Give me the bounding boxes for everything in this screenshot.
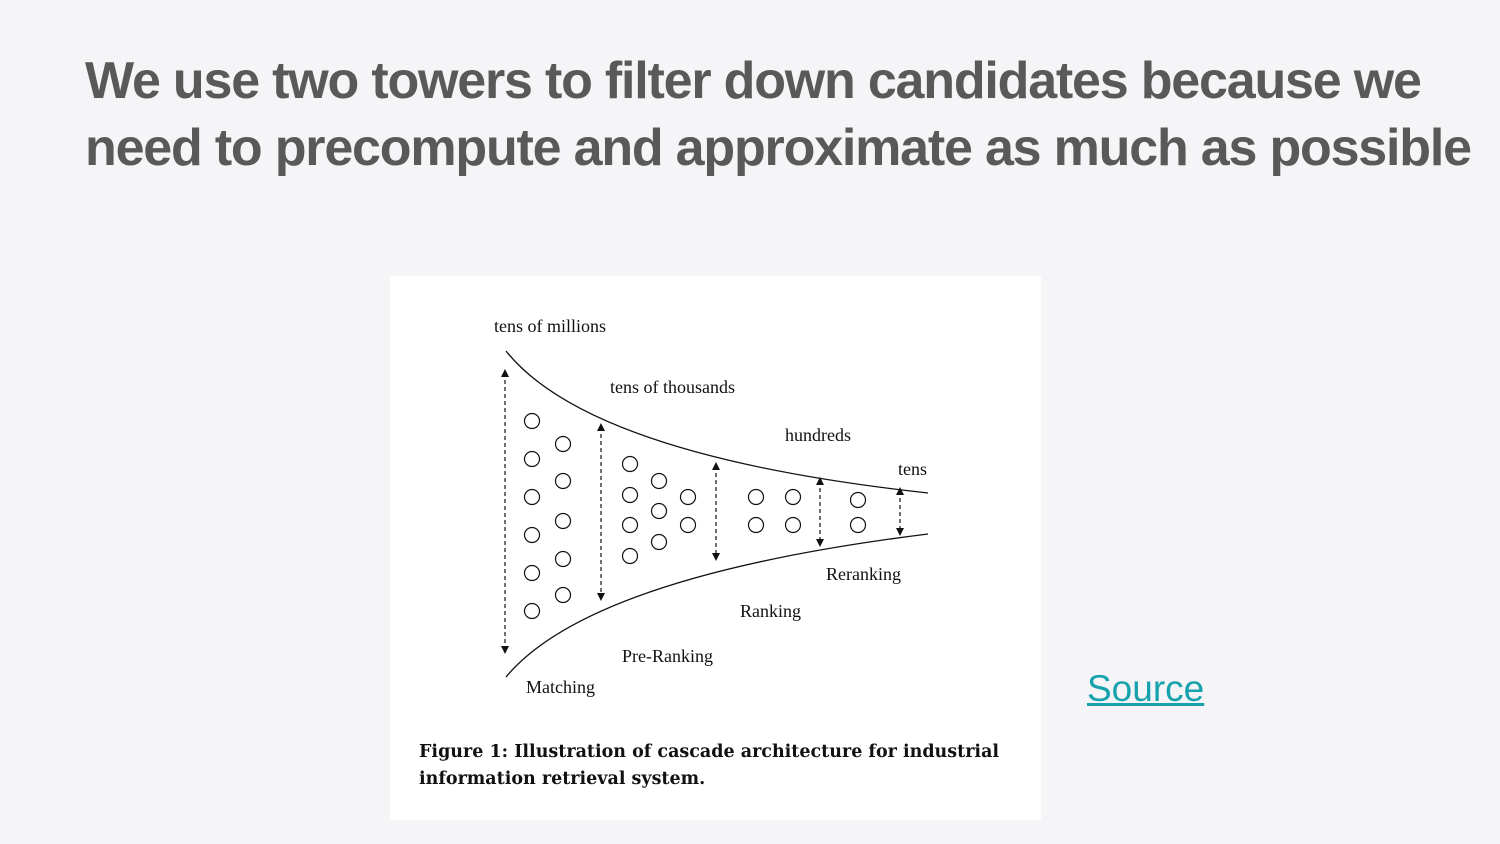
candidate-circle — [523, 602, 541, 620]
label-pre-ranking: Pre-Ranking — [622, 646, 713, 666]
candidate-circle — [784, 488, 802, 506]
slide-title: We use two towers to filter down candida… — [85, 52, 1472, 177]
candidate-circle — [679, 516, 697, 534]
figure-caption: Figure 1: Illustration of cascade archit… — [419, 742, 1000, 789]
candidate-circle — [523, 412, 541, 430]
candidate-circle — [650, 533, 668, 551]
candidate-circle — [849, 516, 867, 534]
label-reranking: Reranking — [826, 564, 901, 584]
label-matching: Matching — [526, 677, 595, 697]
candidate-circle — [554, 435, 572, 453]
cascade-diagram: tens of millions tens of thousands hundr… — [494, 316, 929, 697]
source-link[interactable]: Source — [1087, 668, 1205, 709]
candidate-circle — [554, 586, 572, 604]
candidate-circle — [849, 491, 867, 509]
candidate-circle — [523, 450, 541, 468]
candidate-circle — [747, 516, 765, 534]
candidate-circle — [554, 550, 572, 568]
funnel-top-curve — [505, 350, 929, 494]
funnel-bottom-curve — [505, 533, 929, 678]
candidate-circle — [650, 502, 668, 520]
cascade-figure: tens of millions tens of thousands hundr… — [390, 276, 1041, 820]
candidate-circle — [621, 486, 639, 504]
label-tens-of-thousands: tens of thousands — [610, 377, 735, 397]
label-tens: tens — [898, 459, 927, 479]
candidate-circle — [554, 512, 572, 530]
candidate-circle — [679, 488, 697, 506]
candidate-circle — [621, 455, 639, 473]
candidate-circle — [523, 564, 541, 582]
candidate-circle — [554, 472, 572, 490]
label-hundreds: hundreds — [785, 425, 851, 445]
candidate-circle — [523, 488, 541, 506]
candidate-circle — [523, 526, 541, 544]
candidate-circle — [621, 516, 639, 534]
candidate-circle — [747, 488, 765, 506]
candidate-circle — [650, 472, 668, 490]
candidate-circle — [784, 516, 802, 534]
label-tens-of-millions: tens of millions — [494, 316, 606, 336]
candidate-circle — [621, 547, 639, 565]
label-ranking: Ranking — [740, 601, 801, 621]
